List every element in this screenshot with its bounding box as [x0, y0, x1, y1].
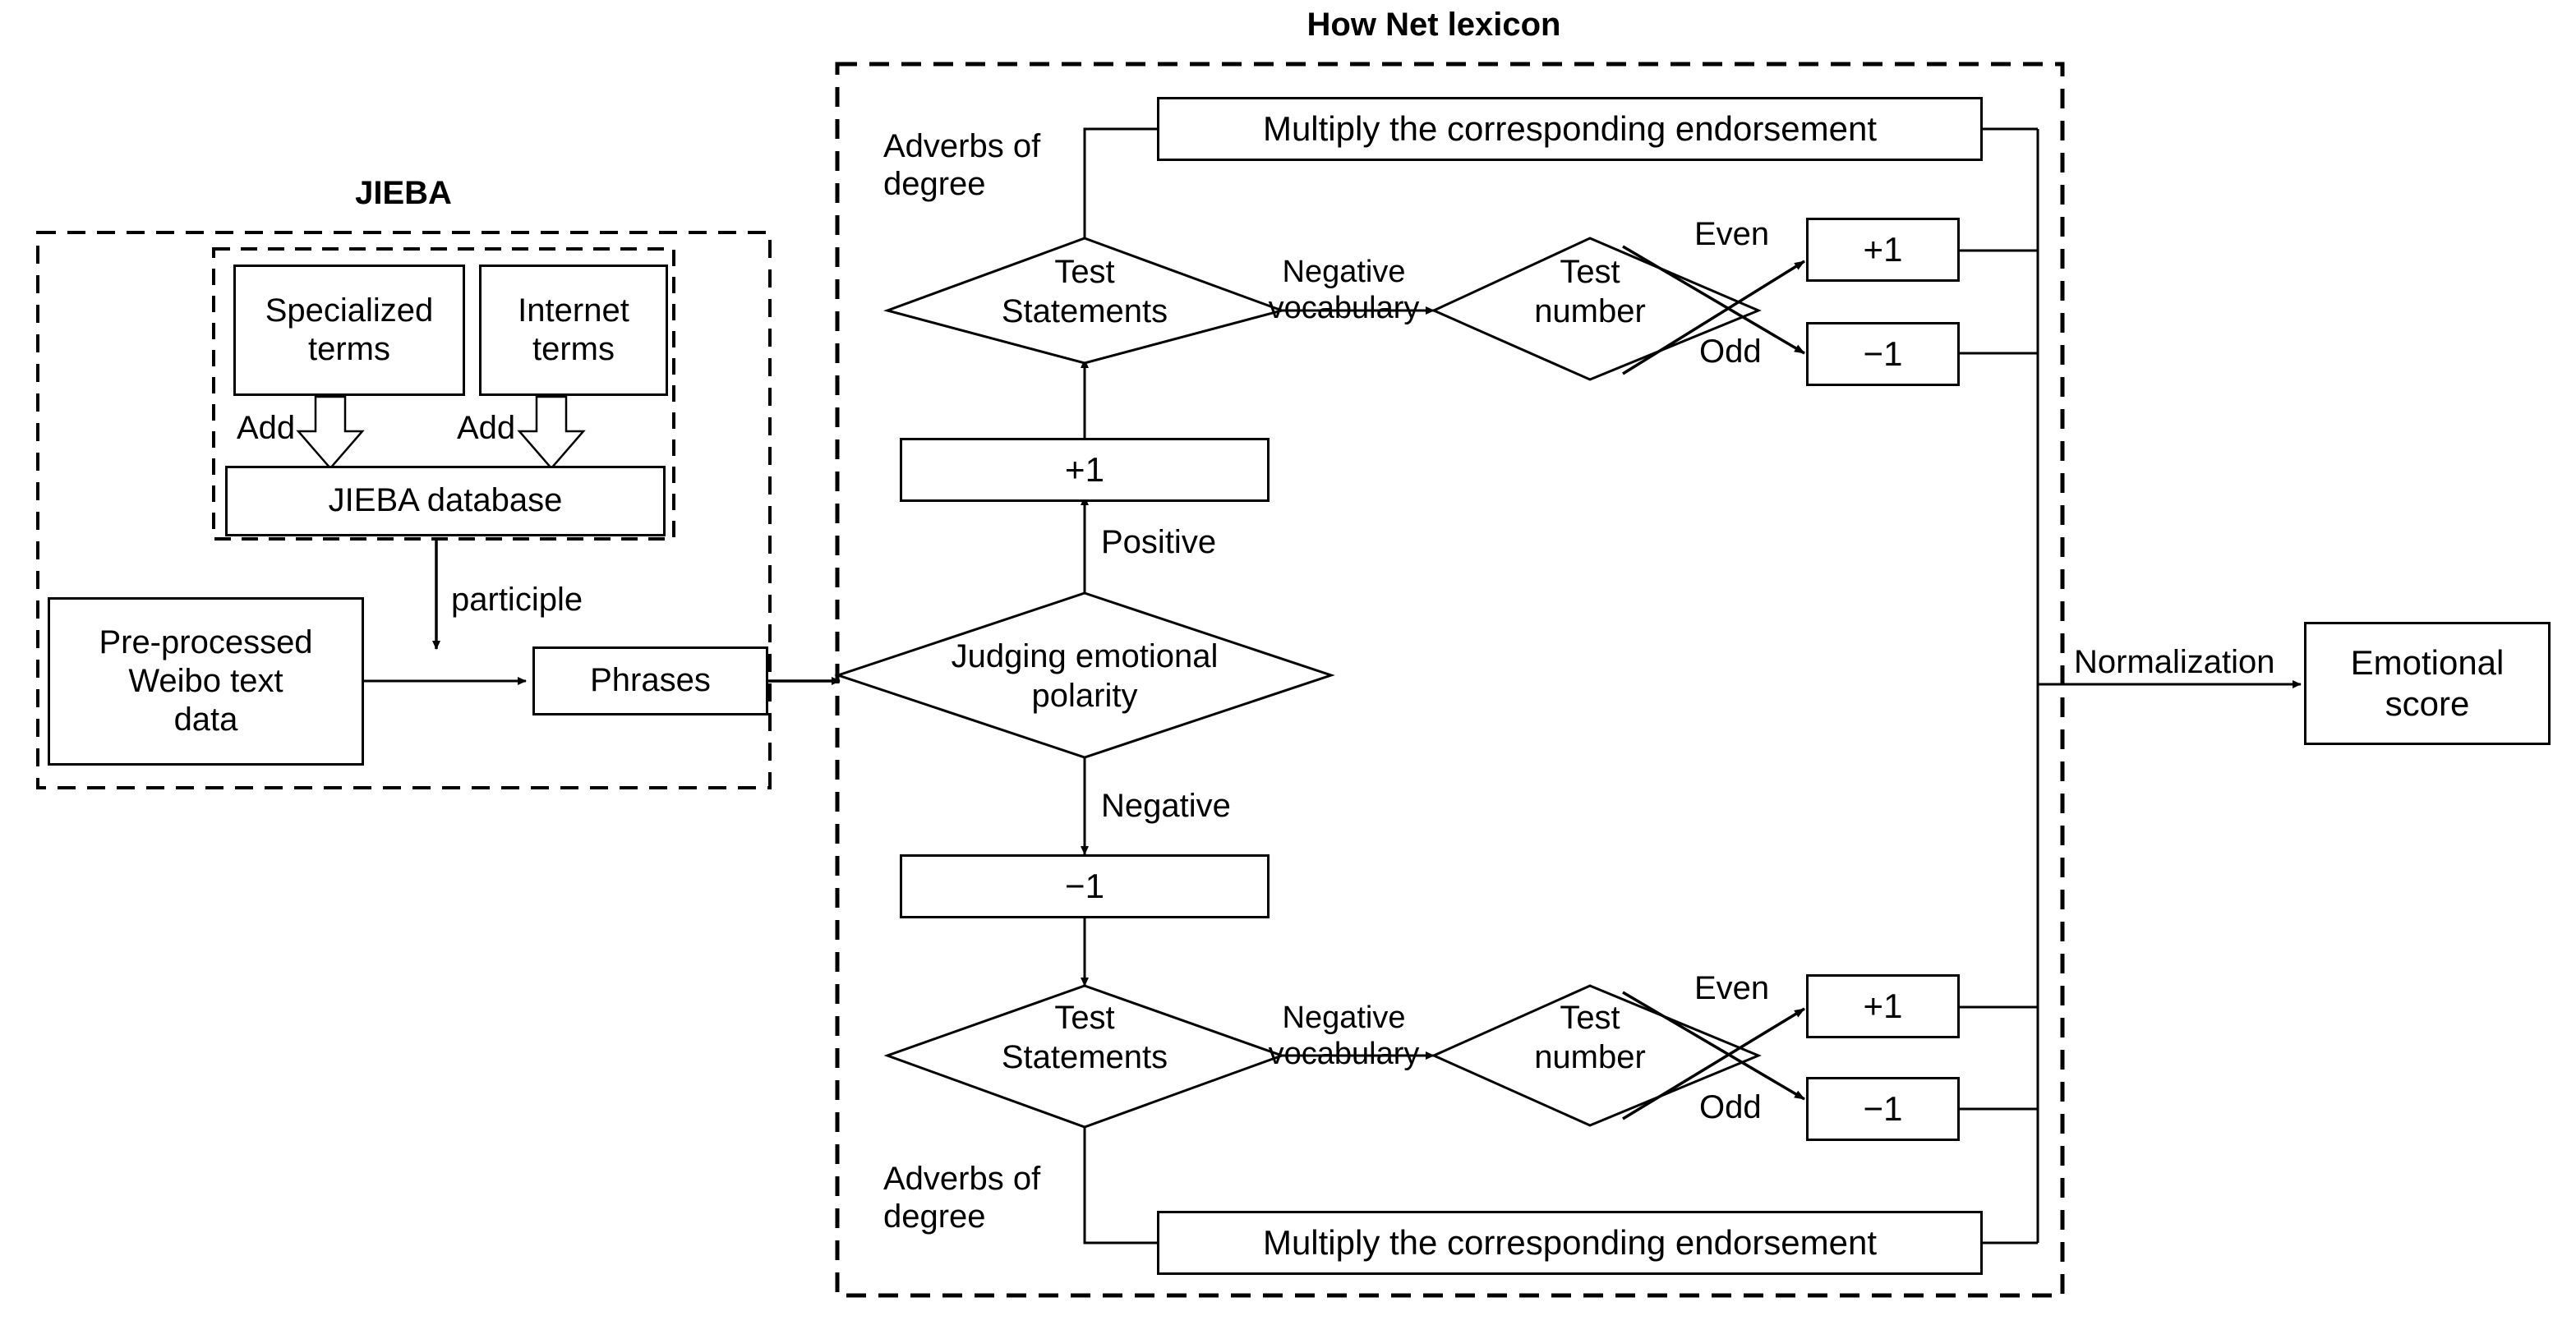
- plus-one-top-right-box[interactable]: +1: [1806, 218, 1960, 282]
- specialized-terms-box[interactable]: Specialized terms: [233, 265, 465, 396]
- even-bottom-label: Even: [1694, 970, 1770, 1006]
- adverbs-bottom-connector: [1083, 1127, 1157, 1244]
- adverbs-of-degree-bottom-label: Adverbs of degree: [883, 1161, 1041, 1235]
- multiply-endorsement-bottom-box[interactable]: Multiply the corresponding endorsement: [1157, 1211, 1983, 1275]
- adverbs-of-degree-top-label: Adverbs of degree: [883, 128, 1041, 202]
- plus-one-center-top-box[interactable]: +1: [900, 438, 1270, 502]
- judging-emotional-polarity-label: Judging emotional polarity: [951, 637, 1219, 714]
- add-label-right: Add: [457, 410, 516, 446]
- jieba-group-title: JIEBA: [355, 175, 452, 211]
- normalization-label: Normalization: [2074, 644, 2275, 680]
- preprocessed-weibo-text-data-box[interactable]: Pre-processed Weibo text data: [48, 597, 364, 766]
- negative-label: Negative: [1101, 788, 1231, 824]
- minus-one-bottom-right-box[interactable]: −1: [1806, 1077, 1960, 1141]
- emotional-score-box[interactable]: Emotional score: [2304, 622, 2551, 745]
- minus-one-top-right-box[interactable]: −1: [1806, 322, 1960, 386]
- multiply-endorsement-top-box[interactable]: Multiply the corresponding endorsement: [1157, 97, 1983, 161]
- negative-vocabulary-bottom-label: Negative vocabulary: [1268, 1001, 1420, 1071]
- hownet-group-title: How Net lexicon: [1306, 7, 1561, 43]
- positive-label: Positive: [1101, 524, 1217, 560]
- negative-vocabulary-top-label: Negative vocabulary: [1268, 255, 1420, 325]
- odd-bottom-label: Odd: [1699, 1089, 1762, 1125]
- test-statements-bottom-label: Test Statements: [1001, 1000, 1168, 1075]
- odd-top-label: Odd: [1699, 334, 1762, 370]
- phrases-box[interactable]: Phrases: [532, 646, 768, 715]
- test-number-bottom-label: Test number: [1534, 1000, 1646, 1075]
- even-top-label: Even: [1694, 216, 1770, 252]
- jieba-database-box[interactable]: JIEBA database: [225, 466, 666, 536]
- adverbs-top-connector: [1083, 127, 1157, 238]
- minus-one-center-bottom-box[interactable]: −1: [900, 854, 1270, 918]
- test-number-top-label: Test number: [1534, 254, 1646, 329]
- participle-label: participle: [451, 582, 583, 618]
- internet-terms-box[interactable]: Internet terms: [479, 265, 668, 396]
- add-block-arrow-left: [296, 395, 365, 470]
- add-block-arrow-right: [517, 395, 586, 470]
- plus-one-bottom-right-box[interactable]: +1: [1806, 974, 1960, 1038]
- test-statements-top-label: Test Statements: [1001, 254, 1168, 329]
- add-label-left: Add: [237, 410, 296, 446]
